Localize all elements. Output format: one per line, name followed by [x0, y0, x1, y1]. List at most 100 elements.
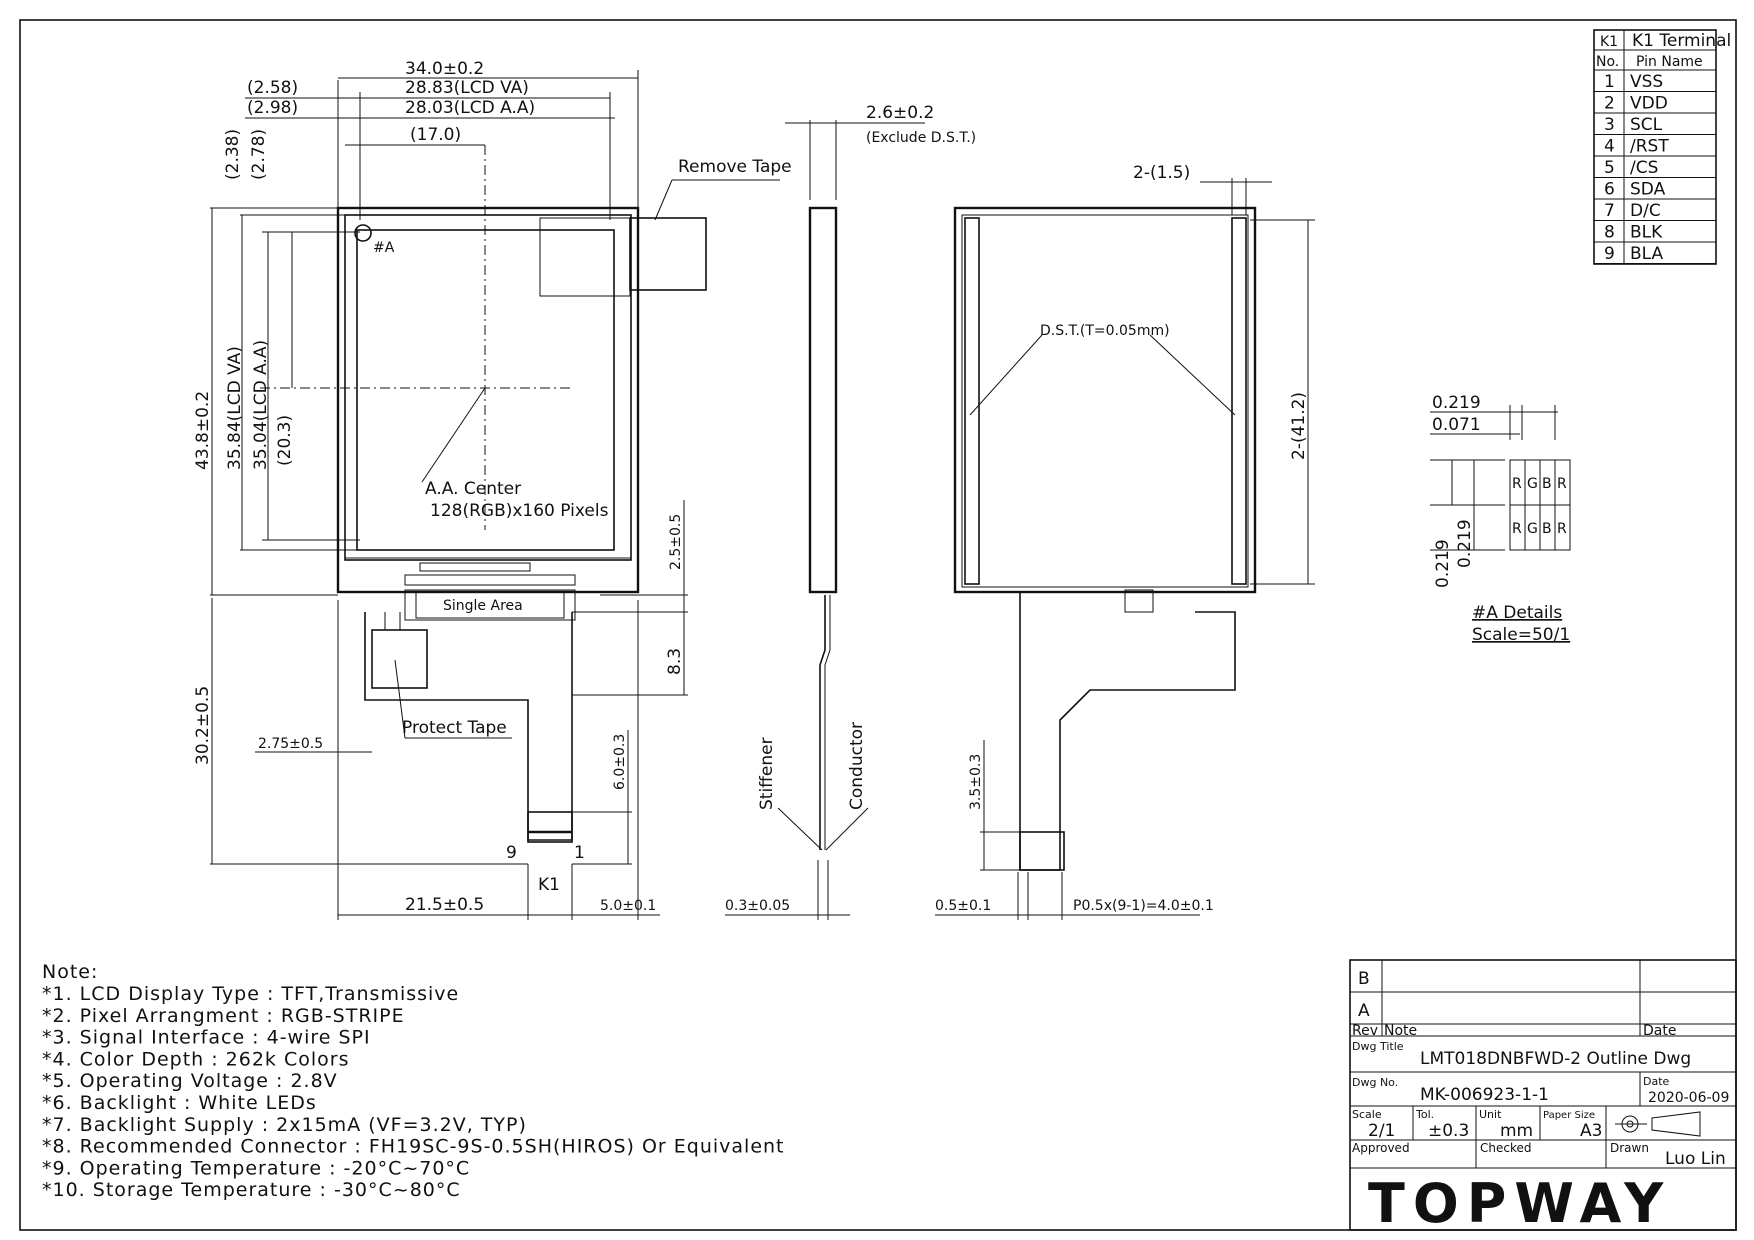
date-header: Date [1643, 1023, 1676, 1039]
table-row-name: VSS [1630, 72, 1663, 92]
dwg-title: LMT018DNBFWD-2 Outline Dwg [1420, 1049, 1691, 1069]
dim-fpc-len: 30.2±0.5 [193, 686, 213, 765]
unit-label: Unit [1479, 1108, 1502, 1121]
table-row-name: D/C [1630, 201, 1661, 221]
dim-lcd-aa-h: 35.04(LCD A.A) [251, 340, 271, 470]
side-thickness: 2.6±0.2 [866, 103, 934, 123]
stiffener-label: Stiffener [757, 737, 777, 810]
pixel-cell-label: R [1512, 521, 1522, 537]
pixel-cell-label: G [1527, 476, 1538, 492]
back-pitch: P0.5x(9-1)=4.0±0.1 [1073, 898, 1214, 914]
dim-lcd-va-h: 35.84(LCD VA) [225, 346, 245, 470]
note-item: *2. Pixel Arrangment : RGB-STRIPE [42, 1005, 405, 1027]
back-outline [953, 206, 1257, 594]
approved-label: Approved [1352, 1141, 1410, 1155]
note-item: *6. Backlight : White LEDs [42, 1092, 317, 1114]
dim-off-v2: (2.78) [249, 129, 269, 180]
back-tip-len: 3.5±0.3 [968, 754, 984, 810]
table-row-name: /CS [1630, 158, 1658, 178]
single-area-label: Single Area [443, 598, 523, 614]
date-label: Date [1643, 1075, 1670, 1088]
pixel-d1: 0.219 [1432, 393, 1481, 413]
paper-label: Paper Size [1543, 1110, 1595, 1121]
dwg-no: MK-006923-1-1 [1420, 1085, 1549, 1105]
dim-bottom-w: 21.5±0.5 [405, 895, 484, 915]
drawn-by: Luo Lin [1665, 1149, 1726, 1169]
paper-value: A3 [1580, 1121, 1602, 1141]
side-view: 2.6±0.2 (Exclude D.S.T.) Stiffener Condu… [725, 103, 976, 920]
pixel-count-label: 128(RGB)x160 Pixels [430, 501, 609, 521]
k1-label: K1 [538, 875, 560, 895]
dst-width: 2-(1.5) [1133, 163, 1190, 183]
table-col-name: Pin Name [1636, 54, 1703, 70]
dst-height: 2-(41.2) [1289, 392, 1309, 460]
sheet-border [19, 19, 1737, 1231]
pixel-cell-label: B [1542, 521, 1552, 537]
scale-value: 2/1 [1368, 1121, 1395, 1141]
table-row-no: 1 [1604, 72, 1615, 92]
note-item: *9. Operating Temperature : -20°C~70°C [42, 1157, 470, 1179]
note-item: *1. LCD Display Type : TFT,Transmissive [42, 983, 459, 1005]
side-exclude: (Exclude D.S.T.) [866, 130, 976, 146]
module-outline [336, 206, 640, 594]
tol-value: ±0.3 [1428, 1121, 1469, 1141]
pixel-cell-label: G [1527, 521, 1538, 537]
table-row-no: 4 [1604, 137, 1615, 157]
pixel-d4: 0.219 [1455, 519, 1475, 568]
projection-symbol-icon [1615, 1111, 1701, 1137]
pin1-label: 1 [574, 843, 585, 863]
detail-scale: Scale=50/1 [1472, 625, 1570, 645]
tol-label: Tol. [1415, 1108, 1434, 1121]
dim-off1: (2.58) [247, 78, 298, 98]
note-item: *10. Storage Temperature : -30°C~80°C [42, 1179, 461, 1201]
checked-label: Checked [1480, 1141, 1532, 1155]
pin9-label: 9 [506, 843, 517, 863]
drawn-label: Drawn [1610, 1141, 1649, 1155]
dim-bottom-r: 5.0±0.1 [600, 898, 656, 914]
point-a-label: #A [373, 240, 395, 256]
note-item: *4. Color Depth : 262k Colors [42, 1048, 349, 1070]
note-item: *3. Signal Interface : 4-wire SPI [42, 1027, 371, 1049]
dim-lcd-aa-w: 28.03(LCD A.A) [405, 98, 535, 118]
pixel-d2: 0.071 [1432, 415, 1481, 435]
table-row-name: VDD [1630, 94, 1668, 114]
dwg-no-label: Dwg No. [1352, 1076, 1398, 1089]
note-item: *7. Backlight Supply : 2x15mA (VF=3.2V, … [42, 1114, 527, 1136]
remove-tape-label: Remove Tape [678, 157, 792, 177]
table-row-no: 3 [1604, 115, 1615, 135]
table-row-no: 5 [1604, 158, 1615, 178]
table-row-no: 8 [1604, 223, 1615, 243]
dim-width-total: 34.0±0.2 [405, 59, 484, 79]
detail-title: #A Details [1472, 603, 1562, 623]
scale-label: Scale [1352, 1108, 1382, 1121]
table-row-no: 7 [1604, 201, 1615, 221]
table-k1: K1 [1600, 34, 1618, 50]
notes-title: Note: [42, 961, 98, 983]
dst-right [1231, 217, 1247, 585]
fpc-outline [364, 612, 573, 841]
rev-a: A [1358, 1001, 1370, 1021]
rev-b: B [1358, 969, 1370, 989]
side-body [808, 206, 838, 594]
protect-tape [371, 629, 428, 689]
table-row-name: BLK [1630, 223, 1663, 243]
conductor-label: Conductor [847, 722, 867, 810]
dim-off2: (2.98) [247, 98, 298, 118]
dst-label: D.S.T.(T=0.05mm) [1040, 323, 1170, 339]
notes: Note: *1. LCD Display Type : TFT,Transmi… [42, 961, 785, 1201]
dim-fpc-tip: 6.0±0.3 [612, 734, 628, 790]
pixel-cell-label: B [1542, 476, 1552, 492]
dim-center-h: (20.3) [275, 415, 295, 466]
date-value: 2020-06-09 [1648, 1090, 1729, 1106]
note-item: *8. Recommended Connector : FH19SC-9S-0.… [42, 1136, 785, 1158]
table-row-name: /RST [1630, 137, 1669, 157]
dim-fpc-offset: 2.5±0.5 [668, 514, 684, 570]
pixel-d3: 0.219 [1433, 539, 1453, 588]
back-view: D.S.T.(T=0.05mm) 2-(1.5) 2-(41.2) 3.5±0.… [935, 163, 1315, 920]
dst-left [964, 217, 980, 585]
dim-lcd-va-w: 28.83(LCD VA) [405, 78, 529, 98]
table-row-no: 2 [1604, 94, 1615, 114]
